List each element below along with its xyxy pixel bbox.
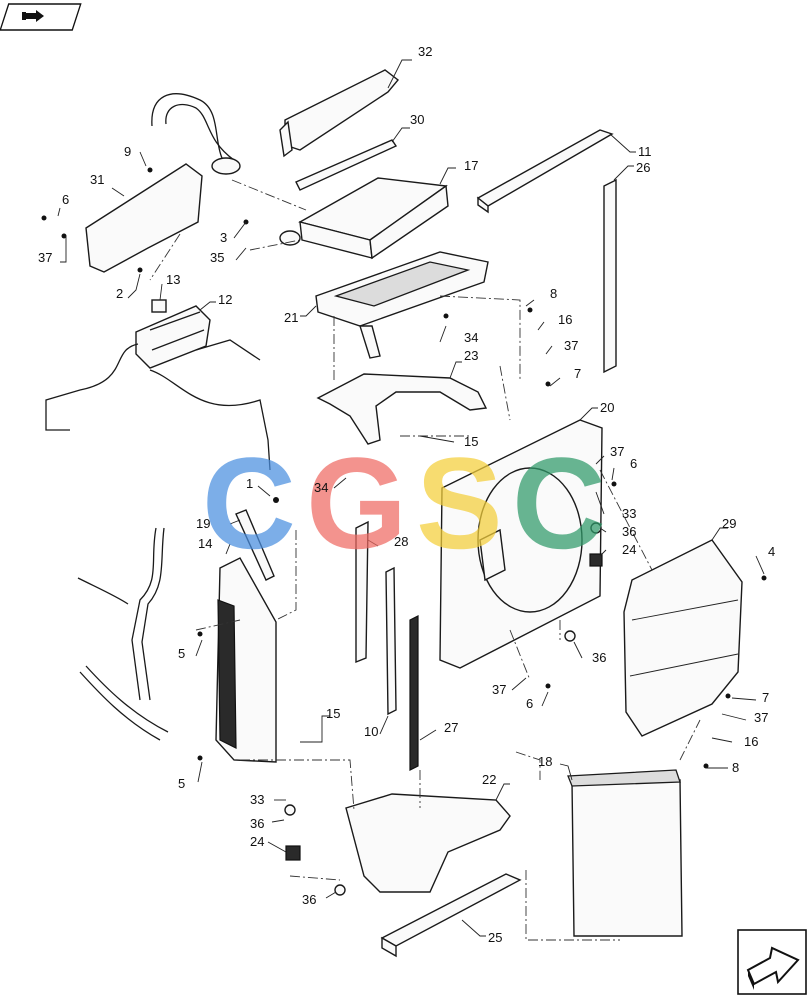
callout-34-upper: 34 [464, 330, 478, 345]
callout-13: 13 [166, 272, 180, 287]
callout-20: 20 [600, 400, 614, 415]
fasteners [41, 167, 767, 896]
callout-7-lower: 7 [762, 690, 769, 705]
callout-24-upper: 24 [622, 542, 636, 557]
assembly-lines [149, 179, 701, 941]
callout-34-lower: 34 [314, 480, 328, 495]
callout-10: 10 [364, 724, 378, 739]
part-10-strip [385, 566, 397, 716]
callout-15-lower: 15 [326, 706, 340, 721]
callout-9: 9 [124, 144, 131, 159]
part-29-fan-guard [623, 527, 743, 737]
part-25-bottom-beam [380, 873, 522, 958]
callout-36-shroud-base: 36 [592, 650, 606, 665]
callout-6-shroud: 6 [630, 456, 637, 471]
callout-29: 29 [722, 516, 736, 531]
part-17-charge-air-cooler [279, 167, 456, 260]
page-view-icon[interactable] [0, 3, 82, 31]
callout-24-lower: 24 [250, 834, 264, 849]
callout-30: 30 [410, 112, 424, 127]
callout-18: 18 [538, 754, 552, 769]
callout-5-upper: 5 [178, 646, 185, 661]
part-12-expansion-tank [135, 301, 216, 369]
watermark-letter-s: S [416, 430, 503, 576]
part-11-bar [476, 129, 636, 214]
callout-16-lower: 16 [744, 734, 758, 749]
callout-33-upper: 33 [622, 506, 636, 521]
callout-35: 35 [210, 250, 224, 265]
callout-labels: 32 30 11 26 17 9 31 6 37 3 35 2 13 12 21… [38, 44, 775, 945]
part-14-radiator [215, 543, 277, 763]
callout-26: 26 [636, 160, 650, 175]
callout-36-upper: 36 [622, 524, 636, 539]
part-27-strip [409, 615, 419, 771]
part-20-fan-shroud [439, 407, 603, 669]
callout-21: 21 [284, 310, 298, 325]
callout-28: 28 [394, 534, 408, 549]
callout-19: 19 [196, 516, 210, 531]
part-19-bar [235, 509, 275, 581]
next-page-arrow-icon[interactable] [737, 929, 807, 995]
callout-4: 4 [768, 544, 775, 559]
callout-31: 31 [90, 172, 104, 187]
callout-12: 12 [218, 292, 232, 307]
part-22-lower-bracket [345, 783, 511, 893]
callout-5-lower: 5 [178, 776, 185, 791]
upper-air-hose [151, 93, 241, 175]
callout-27: 27 [444, 720, 458, 735]
part-13-filler-cap [151, 283, 167, 313]
callout-32: 32 [418, 44, 432, 59]
callout-37-lower-right: 37 [754, 710, 768, 725]
part-28-strip [355, 520, 369, 664]
callout-37-shroud-base: 37 [492, 682, 506, 697]
watermark-letter-g: G [306, 430, 407, 576]
callout-37-upper-right: 37 [564, 338, 578, 353]
callout-37-upper-left: 37 [38, 250, 52, 265]
callout-33-lower: 33 [250, 792, 264, 807]
callout-22: 22 [482, 772, 496, 787]
callout-8-upper: 8 [550, 286, 557, 301]
callout-36-bottom: 36 [302, 892, 316, 907]
callout-25: 25 [488, 930, 502, 945]
callout-14: 14 [198, 536, 212, 551]
callout-23: 23 [464, 348, 478, 363]
part-23-bracket [316, 361, 488, 445]
callout-7-upper: 7 [574, 366, 581, 381]
callout-16-upper: 16 [558, 312, 572, 327]
callout-leaders [57, 151, 765, 899]
part-30-seal-strip [295, 127, 410, 191]
callout-6-shroud-base: 6 [526, 696, 533, 711]
callout-8-lower: 8 [732, 760, 739, 775]
part-21-mounting-frame [300, 251, 489, 359]
watermark-letter-c2: C [512, 430, 606, 576]
watermark-letter-c1: C [202, 430, 296, 576]
callout-11: 11 [638, 144, 652, 159]
part-26-upright-bar [603, 165, 634, 374]
part-18-cooler [559, 763, 683, 937]
callout-37-shroud: 37 [610, 444, 624, 459]
callout-1: 1 [246, 476, 253, 491]
callout-3: 3 [220, 230, 227, 245]
callout-2: 2 [116, 286, 123, 301]
callout-17: 17 [464, 158, 478, 173]
coolant-tubes [45, 339, 271, 471]
callout-6-upper-left: 6 [62, 192, 69, 207]
callout-36-lower: 36 [250, 816, 264, 831]
radiator-coolant-hoses [77, 527, 169, 741]
callout-15-upper: 15 [464, 434, 478, 449]
part-31-bracket [85, 163, 203, 273]
part-32-shield-plate [279, 59, 412, 158]
watermark: C G S C [202, 430, 606, 576]
